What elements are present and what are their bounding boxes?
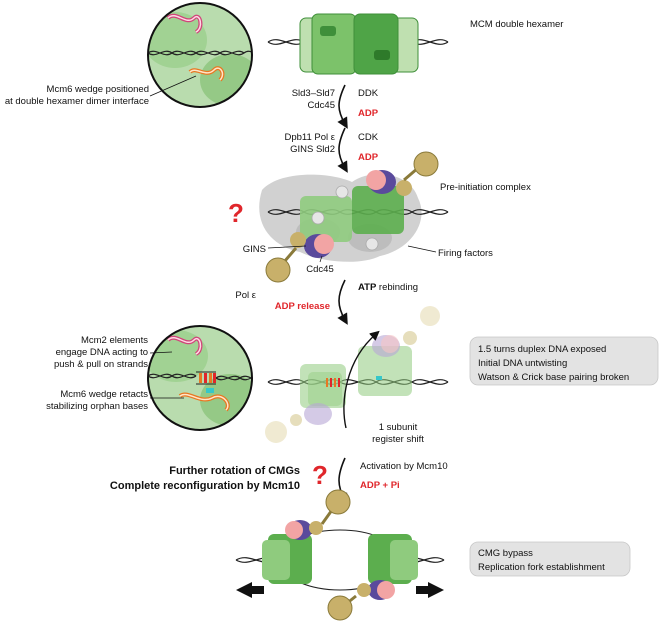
gins-sld2-label: GINS Sld2 xyxy=(290,144,335,155)
register-shift-line1: 1 subunit xyxy=(379,422,418,433)
further-rotation-label: Further rotation of CMGs xyxy=(169,465,300,477)
firing-factors-label: Firing factors xyxy=(438,248,493,259)
adp-label-2: ADP xyxy=(358,152,379,163)
unwinding-complex-diagram xyxy=(265,306,449,443)
right-arrow-icon xyxy=(416,582,444,598)
pol-e-label: Pol ε xyxy=(235,290,256,301)
pre-initiation-complex-label: Pre-initiation complex xyxy=(440,182,531,193)
adp-release-label: ADP release xyxy=(275,301,330,312)
atp-rebinding-label: ATP rebinding xyxy=(358,282,418,293)
step-arrow-ddk xyxy=(337,84,348,129)
unwinding-box-line2: Initial DNA untwisting xyxy=(478,358,567,369)
mcm6-wedge-label-line2: at double hexamer dimer interface xyxy=(5,96,149,107)
cmg-bypass-diagram xyxy=(235,489,445,621)
mcm6-wedge-label-line1: Mcm6 wedge positioned xyxy=(47,84,149,95)
unwound-base-pairs xyxy=(326,376,382,387)
mcm2-label-line2: engage DNA acting to xyxy=(56,347,148,358)
dpb11-pol-label: Dpb11 Pol ε xyxy=(284,132,335,143)
adp-pi-label: ADP + Pi xyxy=(360,480,400,491)
cdc45-label: Cdc45 xyxy=(306,264,333,275)
sld3-sld7-label: Sld3–Sld7 xyxy=(292,88,335,99)
bypass-box-line2: Replication fork establishment xyxy=(478,562,605,573)
question-mark-1: ? xyxy=(228,198,244,228)
mcm2-label-line3: push & pull on strands xyxy=(54,359,148,370)
mcm2-inset xyxy=(147,325,253,431)
mcm6-retract-label-line1: Mcm6 wedge retacts xyxy=(60,389,148,400)
step-arrow-cdk xyxy=(337,127,348,173)
adp-label-1: ADP xyxy=(358,108,379,119)
mcm6-retract-label-line2: stabilizing orphan bases xyxy=(46,401,148,412)
unwinding-box: 1.5 turns duplex DNA exposed Initial DNA… xyxy=(469,336,659,386)
unwinding-box-line3: Watson & Crick base pairing broken xyxy=(478,372,629,383)
mcm-double-hexamer-diagram xyxy=(267,13,449,75)
complete-reconfiguration-label: Complete reconfiguration by Mcm10 xyxy=(110,480,300,492)
question-mark-2: ? xyxy=(312,460,328,490)
bypass-box: CMG bypass Replication fork establishmen… xyxy=(469,541,631,577)
cdk-label: CDK xyxy=(358,132,379,143)
ddk-label: DDK xyxy=(358,88,379,99)
step-arrow-atp xyxy=(337,279,348,325)
bypass-box-line1: CMG bypass xyxy=(478,548,533,559)
mcm-double-hexamer-label: MCM double hexamer xyxy=(470,19,563,30)
pre-initiation-complex-diagram xyxy=(259,151,449,283)
activation-mcm10-label: Activation by Mcm10 xyxy=(360,461,448,472)
gins-label: GINS xyxy=(243,244,266,255)
mcm2-label-line1: Mcm2 elements xyxy=(81,335,148,346)
cdc45-top-label: Cdc45 xyxy=(308,100,335,111)
left-arrow-icon xyxy=(236,582,264,598)
mcm6-wedge-inset xyxy=(147,2,253,108)
unwinding-box-line1: 1.5 turns duplex DNA exposed xyxy=(478,344,606,355)
register-shift-line2: register shift xyxy=(372,434,424,445)
